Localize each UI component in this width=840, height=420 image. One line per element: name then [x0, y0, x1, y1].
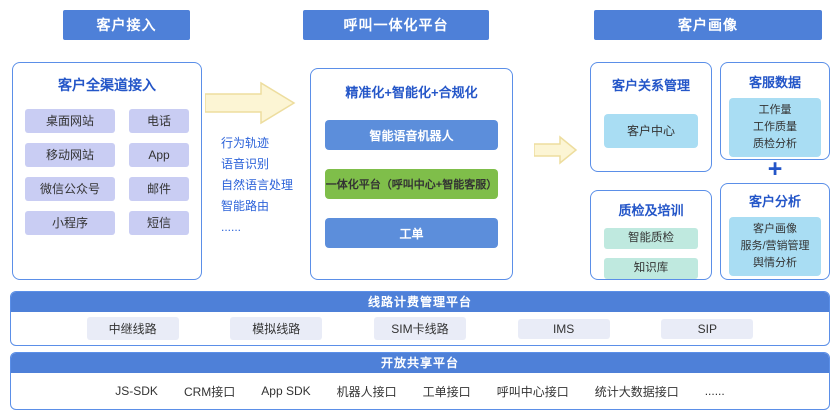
api-row: JS-SDK CRM接口 App SDK 机器人接口 工单接口 呼叫中心接口 统…: [11, 373, 829, 409]
open-platform-box: 开放共享平台 JS-SDK CRM接口 App SDK 机器人接口 工单接口 呼…: [10, 352, 830, 410]
platform-title: 精准化+智能化+合规化: [345, 85, 478, 100]
customer-analysis-box: 客户分析 客户画像 服务/营销管理 舆情分析: [720, 183, 830, 280]
customer-center-chip: 客户中心: [604, 114, 698, 148]
service-data-item: 工作质量: [753, 121, 797, 133]
crm-title: 客户关系管理: [611, 78, 690, 93]
billing-platform-title: 线路计费管理平台: [11, 292, 829, 312]
channel-chip: 电话: [129, 109, 189, 133]
channel-chip: 移动网站: [25, 143, 115, 167]
quality-chip: 智能质检: [604, 228, 698, 249]
analysis-list: 客户画像 服务/营销管理 舆情分析: [729, 217, 821, 276]
capability-item: 语音识别: [221, 157, 270, 171]
channel-chip: App: [129, 143, 189, 167]
crm-box: 客户关系管理 客户中心: [590, 62, 712, 172]
channel-chip: 邮件: [129, 177, 189, 201]
channel-chip: 小程序: [25, 211, 115, 235]
service-data-item: 质检分析: [753, 138, 797, 150]
platform-bar-ticket: 工单: [325, 218, 498, 248]
service-data-box: 客服数据 工作量 工作质量 质检分析: [720, 62, 830, 160]
capability-item: ......: [221, 220, 242, 234]
api-item: CRM接口: [183, 384, 236, 399]
quality-training-title: 质检及培训: [618, 203, 684, 218]
channel-chip-grid: 桌面网站 电话 移动网站 App 微信公众号 邮件 小程序 短信: [13, 109, 201, 235]
analysis-item: 服务/营销管理: [740, 240, 810, 252]
api-item: ......: [704, 384, 725, 398]
right-arrow-icon: [533, 135, 578, 170]
banner-call-platform: 呼叫一体化平台: [303, 10, 489, 40]
platform-bar-integrated: 一体化平台（呼叫中心+智能客服）: [325, 169, 498, 199]
analysis-item: 客户画像: [753, 223, 797, 235]
channel-access-panel: 客户全渠道接入 桌面网站 电话 移动网站 App 微信公众号 邮件 小程序 短信: [12, 62, 202, 280]
line-chip: IMS: [517, 318, 610, 339]
open-platform-title: 开放共享平台: [11, 353, 829, 373]
quality-chip: 知识库: [604, 258, 698, 279]
quality-training-box: 质检及培训 智能质检 知识库: [590, 190, 712, 280]
analysis-item: 舆情分析: [753, 257, 797, 269]
channel-chip: 短信: [129, 211, 189, 235]
banner-customer-access: 客户接入: [63, 10, 190, 40]
api-item: JS-SDK: [115, 384, 158, 398]
service-data-list: 工作量 工作质量 质检分析: [729, 98, 821, 157]
capability-item: 智能路由: [221, 199, 270, 213]
line-chip: 模拟线路: [230, 317, 323, 340]
customer-analysis-title: 客户分析: [748, 194, 801, 209]
capability-item: 行为轨迹: [221, 136, 270, 150]
channel-chip: 桌面网站: [25, 109, 115, 133]
service-data-title: 客服数据: [748, 75, 801, 90]
service-data-item: 工作量: [758, 104, 792, 116]
channel-access-title: 客户全渠道接入: [58, 77, 156, 93]
line-chip: SIM卡线路: [373, 317, 466, 340]
capability-item: 自然语言处理: [221, 178, 294, 192]
capabilities-list: 行为轨迹 语音识别 自然语言处理 智能路由 ......: [221, 133, 293, 238]
right-arrow-icon: [204, 80, 297, 131]
api-item: App SDK: [261, 384, 311, 398]
platform-panel: 精准化+智能化+合规化 智能语音机器人 一体化平台（呼叫中心+智能客服） 工单: [310, 68, 513, 280]
plus-icon: +: [767, 155, 783, 183]
api-item: 机器人接口: [336, 384, 397, 399]
api-item: 工单接口: [422, 384, 471, 399]
api-item: 呼叫中心接口: [496, 384, 569, 399]
billing-platform-box: 线路计费管理平台 中继线路 模拟线路 SIM卡线路 IMS SIP: [10, 291, 830, 346]
api-item: 统计大数据接口: [594, 384, 679, 399]
line-chip: SIP: [661, 318, 754, 339]
platform-bar-voice-robot: 智能语音机器人: [325, 120, 498, 150]
channel-chip: 微信公众号: [25, 177, 115, 201]
line-chip: 中继线路: [86, 317, 179, 340]
billing-line-row: 中继线路 模拟线路 SIM卡线路 IMS SIP: [11, 312, 829, 345]
banner-customer-profile: 客户画像: [594, 10, 822, 40]
